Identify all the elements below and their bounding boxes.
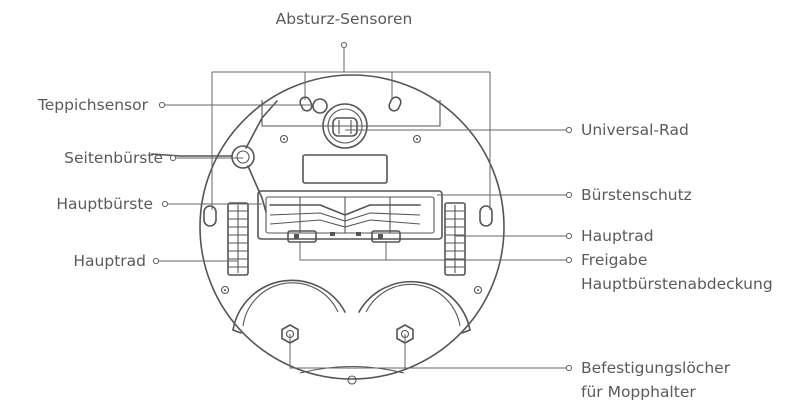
carpet-sensor: [312, 98, 328, 114]
mop-holder-left: [232, 279, 346, 334]
label-main-brush: Hauptbürste: [56, 195, 153, 213]
label-side-brush: Seitenbürste: [64, 149, 163, 167]
cliff-sensor-top-right: [388, 96, 402, 112]
main-wheel-left: [227, 202, 249, 276]
label-brush-guard: Bürstenschutz: [581, 186, 692, 204]
cliff-sensor-left: [203, 205, 217, 227]
label-carpet-sensor: Teppichsensor: [37, 96, 149, 114]
label-release-line1: Freigabe: [581, 251, 647, 269]
screws: [220, 134, 483, 295]
label-universal-wheel: Universal-Rad: [581, 121, 689, 139]
label-release-line2: Hauptbürstenabdeckung: [581, 275, 773, 293]
callout-dots: [152, 41, 573, 372]
cliff-sensor-right: [479, 205, 493, 227]
main-wheel-right: [444, 202, 466, 276]
label-plate: [302, 154, 388, 184]
label-main-wheel-left: Hauptrad: [73, 252, 146, 270]
label-main-wheel-right: Hauptrad: [581, 227, 654, 245]
callout-lines: [158, 47, 567, 369]
side-brush: [151, 100, 278, 213]
universal-wheel: [322, 103, 368, 149]
mop-holder-right: [358, 280, 471, 334]
rear-contact: [347, 375, 357, 385]
main-brush-assembly: [257, 190, 443, 243]
cliff-sensor-top-left: [299, 96, 313, 112]
label-mop-holes-line1: Befestigungslöcher: [581, 359, 731, 377]
label-mop-holes-line2: für Mopphalter: [581, 383, 696, 401]
label-cliff-sensors: Absturz-Sensoren: [276, 10, 413, 28]
